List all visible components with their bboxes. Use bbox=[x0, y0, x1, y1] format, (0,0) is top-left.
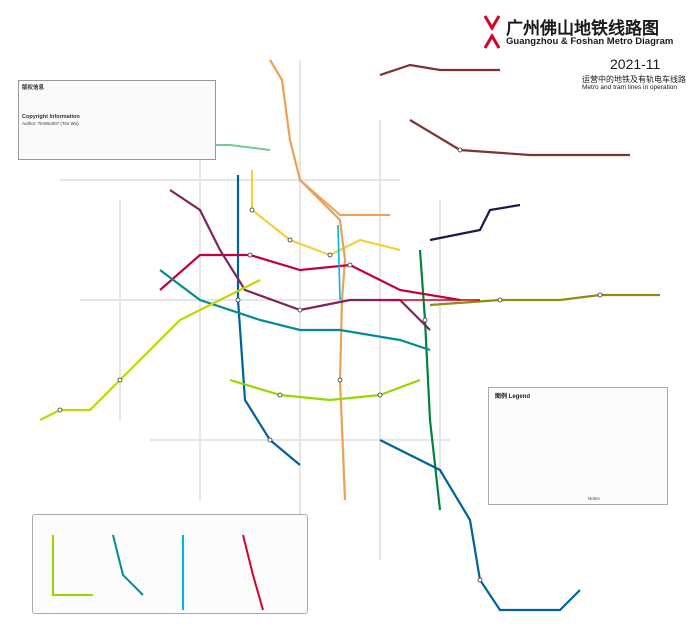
line-1 bbox=[250, 170, 401, 257]
map-title-en: Guangzhou & Foshan Metro Diagram bbox=[506, 36, 674, 47]
line-21 bbox=[429, 203, 521, 242]
line-8 bbox=[159, 269, 431, 352]
map-subtitle-en: Metro and tram lines in operation bbox=[582, 84, 678, 91]
station-markers bbox=[57, 147, 603, 583]
line-4 bbox=[418, 249, 442, 511]
line-2 bbox=[236, 175, 301, 466]
line-3-north bbox=[299, 179, 390, 216]
legend-title: 图例 Legend bbox=[495, 394, 531, 400]
line-5 bbox=[159, 253, 461, 302]
guangzhou-metro-logo-icon bbox=[483, 15, 501, 49]
inset-lines bbox=[52, 534, 264, 611]
copyright-heading-en: Copyright Information bbox=[22, 113, 80, 120]
line-3 bbox=[269, 59, 347, 501]
legend-box: 图例 Legend bbox=[488, 387, 668, 505]
line-14 bbox=[379, 63, 630, 157]
map-subtitle-cn: 运营中的地铁及有轨电车线路 bbox=[582, 75, 686, 84]
copyright-heading-cn: 版权信息 bbox=[22, 85, 45, 91]
notes-label: Notes bbox=[588, 496, 600, 501]
map-date: 2021-11 bbox=[610, 56, 661, 72]
line-apm bbox=[337, 224, 341, 301]
map-title-cn: 广州佛山地铁线路图 bbox=[506, 19, 659, 38]
line-guangfo bbox=[39, 279, 261, 421]
copyright-author: Author: TimWu007 (Tim Wu) bbox=[22, 120, 79, 126]
copyright-box: 版权信息 Copyright Information Author: TimWu… bbox=[18, 80, 216, 160]
line-7 bbox=[229, 378, 421, 402]
inset-map bbox=[32, 514, 308, 614]
line-13 bbox=[429, 293, 660, 307]
